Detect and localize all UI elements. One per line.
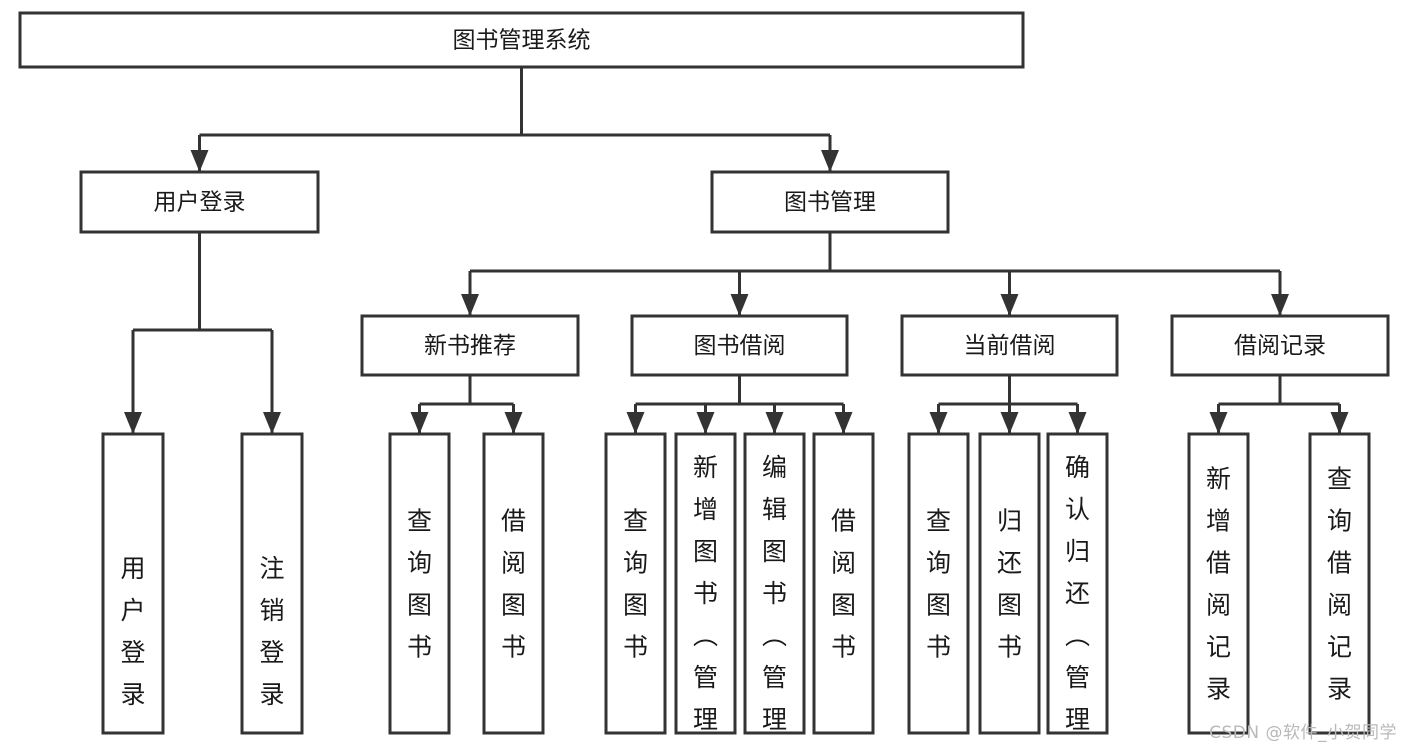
- node-new-book-rec-box[interactable]: [360, 314, 580, 377]
- node-leaf-logout-box[interactable]: [240, 432, 304, 735]
- node-book-borrow-label: 图书借阅: [694, 333, 786, 359]
- arrow-head-icon: [626, 412, 645, 434]
- node-leaf-query-record-label: 查询借阅记录: [1327, 465, 1352, 704]
- arrow-head-icon: [1000, 294, 1019, 316]
- node-leaf-user-login-label: 用户登录: [120, 554, 145, 709]
- connector-layer: [124, 67, 1349, 434]
- arrow-head-icon: [124, 412, 142, 434]
- node-leaf-borrow-book-1-box[interactable]: [482, 432, 545, 735]
- node-leaf-return-book-label: 归还图书: [997, 507, 1022, 662]
- node-borrow-record-box[interactable]: [1170, 314, 1390, 377]
- arrow-head-icon: [821, 150, 839, 172]
- node-leaf-user-login-box[interactable]: [101, 432, 165, 735]
- node-leaf-add-book-label: 新增图书︵管理员︶: [693, 453, 718, 747]
- node-leaf-query-book-1-box[interactable]: [388, 432, 451, 735]
- node-layer: 图书管理系统用户登录图书管理新书推荐图书借阅当前借阅借阅记录用户登录注销登录查询…: [18, 11, 1390, 747]
- node-leaf-logout-label: 注销登录: [259, 554, 284, 709]
- node-leaf-borrow-book-1-label: 借阅图书: [501, 507, 526, 662]
- node-leaf-query-record-box[interactable]: [1308, 432, 1371, 735]
- node-root-box[interactable]: [18, 11, 1025, 69]
- node-borrow-record-label: 借阅记录: [1234, 333, 1326, 359]
- node-current-borrow-label: 当前借阅: [964, 333, 1056, 359]
- node-leaf-query-book-2-label: 查询图书: [623, 507, 648, 662]
- node-leaf-query-book-3-box[interactable]: [907, 432, 970, 735]
- node-root-label: 图书管理系统: [453, 28, 591, 54]
- arrow-head-icon: [1330, 412, 1349, 434]
- arrow-head-icon: [730, 294, 749, 316]
- arrow-head-icon: [696, 412, 715, 434]
- node-leaf-edit-book-label: 编辑图书︵管理员︶: [762, 453, 787, 747]
- node-leaf-confirm-return-box[interactable]: [1046, 432, 1109, 735]
- node-leaf-borrow-book-2-box[interactable]: [812, 432, 875, 735]
- arrow-head-icon: [190, 150, 209, 172]
- node-book-manage-box[interactable]: [710, 170, 950, 234]
- arrow-head-icon: [1209, 412, 1228, 434]
- node-leaf-return-book-box[interactable]: [978, 432, 1041, 735]
- arrow-head-icon: [929, 412, 948, 434]
- node-leaf-query-book-2-box[interactable]: [604, 432, 667, 735]
- node-new-book-rec-label: 新书推荐: [424, 333, 516, 359]
- node-user-login-label: 用户登录: [154, 190, 246, 216]
- node-user-login-box[interactable]: [79, 170, 320, 234]
- node-leaf-add-record-label: 新增借阅记录: [1206, 465, 1231, 704]
- node-leaf-query-book-1-label: 查询图书: [407, 507, 432, 662]
- node-leaf-confirm-return-label: 确认归还︵管理员︶: [1065, 453, 1090, 747]
- arrow-head-icon: [1068, 412, 1087, 434]
- node-book-borrow-box[interactable]: [630, 314, 849, 377]
- arrow-head-icon: [1000, 412, 1019, 434]
- arrow-head-icon: [765, 412, 784, 434]
- arrow-head-icon: [410, 412, 429, 434]
- arrow-head-icon: [834, 412, 853, 434]
- node-book-manage-label: 图书管理: [784, 190, 876, 216]
- node-leaf-add-book-box[interactable]: [674, 432, 737, 735]
- node-leaf-borrow-book-2-label: 借阅图书: [831, 507, 856, 662]
- node-leaf-query-book-3-label: 查询图书: [926, 507, 951, 662]
- arrow-head-icon: [263, 412, 281, 434]
- arrow-head-icon: [504, 412, 523, 434]
- arrow-head-icon: [461, 294, 479, 316]
- node-leaf-edit-book-box[interactable]: [743, 432, 806, 735]
- node-current-borrow-box[interactable]: [900, 314, 1119, 377]
- node-leaf-add-record-box[interactable]: [1187, 432, 1250, 735]
- arrow-head-icon: [1271, 294, 1289, 316]
